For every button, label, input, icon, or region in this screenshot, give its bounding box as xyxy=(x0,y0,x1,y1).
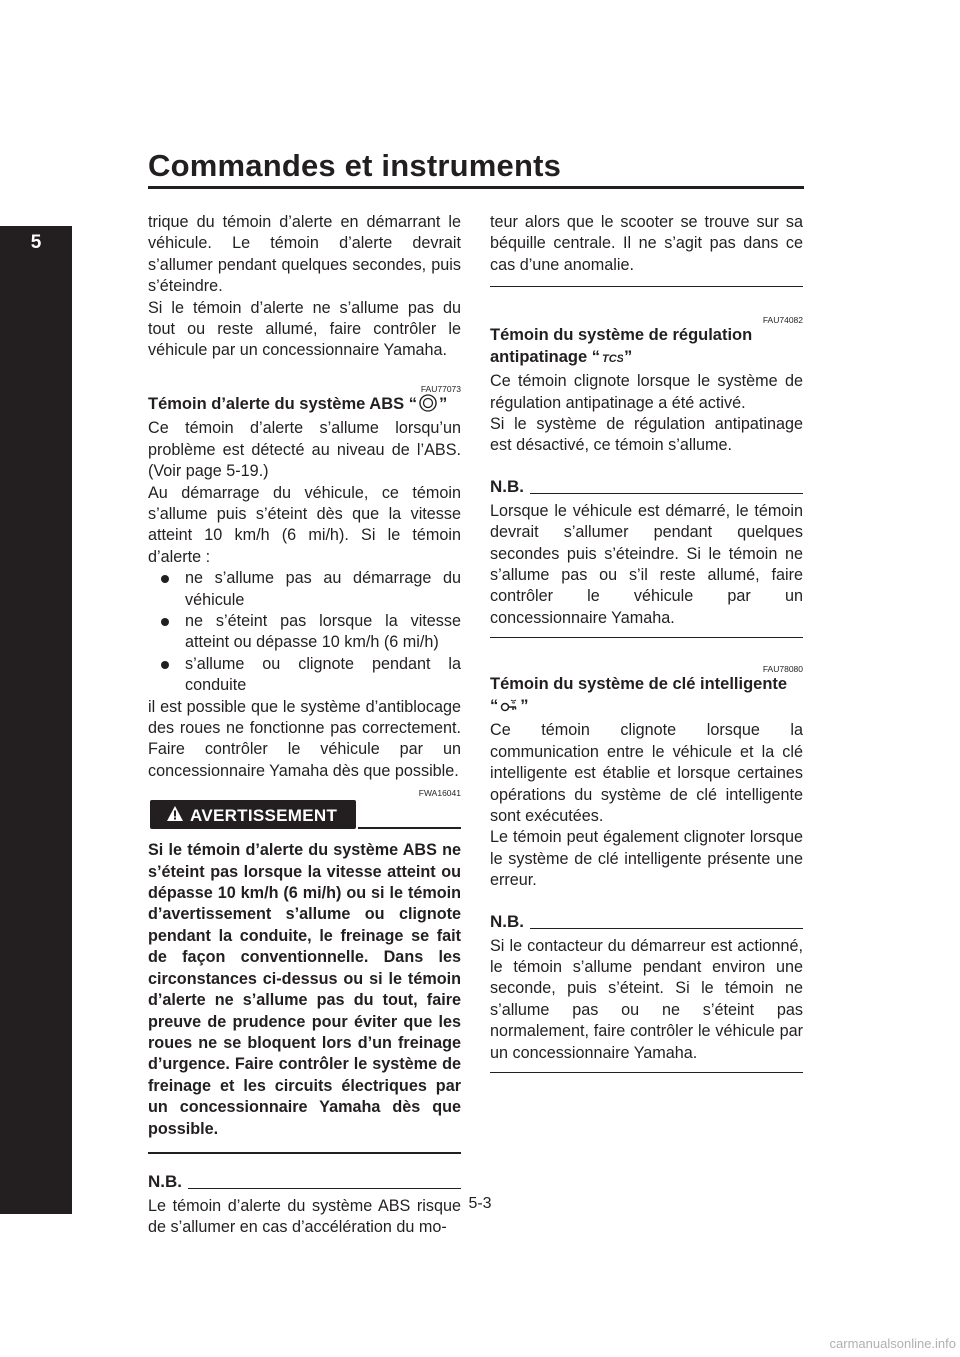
warning-bottom-rule xyxy=(148,1151,461,1154)
bullet-icon xyxy=(161,575,169,584)
list-item-text: s’allume ou clignote pendant la conduite xyxy=(185,654,461,695)
chapter-number: 5 xyxy=(30,232,42,253)
smart-key-heading-open: “ xyxy=(490,696,499,715)
abs-heading-close: ” xyxy=(438,394,448,413)
note-end-rule xyxy=(490,637,803,639)
note-text: Le témoin d’alerte du système ABS risque… xyxy=(148,1196,461,1237)
page-title: Commandes et instruments xyxy=(148,148,562,183)
abs-heading: Témoin d’alerte du système ABS “ ” xyxy=(148,394,461,419)
note-header: N.B. xyxy=(148,1170,461,1192)
tcs-paragraph-1: Ce témoin clignote lorsque le système de… xyxy=(490,372,803,412)
smart-key-heading: Témoin du système de clé intelligente “ ” xyxy=(490,674,803,720)
list-item: ne s’allume pas au démarrage du véhicule xyxy=(148,568,461,611)
note-header: N.B. xyxy=(490,910,803,932)
note-header-rule xyxy=(530,492,803,494)
warning-code: FWA16041 xyxy=(418,788,461,799)
continued-paragraph: teur alors que le scooter se trouve sur … xyxy=(490,213,803,274)
intro-paragraph-1: trique du témoin d’alerte en démarrant l… xyxy=(148,213,461,296)
warning-header-rule xyxy=(358,827,461,830)
abs-heading-text: Témoin d’alerte du système ABS “ xyxy=(148,394,417,413)
warning-text: Si le témoin d’alerte du système ABS ne … xyxy=(148,841,461,1138)
list-item: ne s’éteint pas lorsque la vitesse attei… xyxy=(148,611,461,654)
smart-key-heading-close: ” xyxy=(520,696,529,715)
left-column: trique du témoin d’alerte en démarrant l… xyxy=(148,212,461,1239)
list-item-text: ne s’éteint pas lorsque la vitesse attei… xyxy=(185,612,461,652)
abs-paragraph-3: il est possible que le système d’antiblo… xyxy=(148,697,461,780)
tcs-paragraph-2: Si le système de régulation antipatinage… xyxy=(490,415,803,455)
note-text: Si le contacteur du démarreur est action… xyxy=(490,936,803,1062)
smart-key-paragraph-2: Le témoin peut également clignoter lorsq… xyxy=(490,828,803,890)
chapter-tab xyxy=(0,226,72,1214)
note-end-rule xyxy=(490,286,803,288)
abs-paragraph-1: Ce témoin d’alerte s’allume lorsqu’un pr… xyxy=(148,419,461,481)
smart-key-heading-text: Témoin du système de clé intelligente xyxy=(490,675,788,694)
note-label: N.B. xyxy=(148,1171,182,1191)
bullet-icon xyxy=(161,618,169,626)
abs-bullet-list: ne s’allume pas au démarrage du véhicule… xyxy=(148,568,461,696)
tcs-heading-text: Témoin du système de régulation antipati… xyxy=(490,326,753,366)
warning-header: AVERTISSEMENT xyxy=(148,800,461,832)
tcs-section-code: FAU74082 xyxy=(762,315,803,326)
svg-text:TCS: TCS xyxy=(602,353,623,365)
right-column: teur alors que le scooter se trouve sur … xyxy=(490,212,803,1073)
tcs-icon: TCS xyxy=(601,349,625,372)
note-header: N.B. xyxy=(490,475,803,497)
page-number: 5-3 xyxy=(468,1195,492,1212)
smart-key-icon xyxy=(499,698,519,721)
note-label: N.B. xyxy=(490,476,524,496)
key-section-code: FAU78080 xyxy=(762,664,803,675)
list-item: s’allume ou clignote pendant la conduite xyxy=(148,654,461,697)
warning-label: AVERTISSEMENT xyxy=(190,806,338,826)
tcs-heading-close: ” xyxy=(624,347,633,366)
bullet-icon xyxy=(161,660,169,669)
watermark: carmanualsonline.info xyxy=(829,1336,956,1351)
list-item-text: ne s’allume pas au démarrage du véhicule xyxy=(185,569,461,609)
note-header-rule xyxy=(188,1187,461,1189)
note-end-rule xyxy=(490,1071,803,1073)
note-text: Lorsque le véhicule est démarré, le témo… xyxy=(490,501,803,627)
warning-triangle-icon xyxy=(166,805,184,828)
note-header-rule xyxy=(530,927,803,929)
abs-paragraph-2: Au démarrage du véhicule, ce témoin s’al… xyxy=(148,483,461,566)
title-rule xyxy=(148,186,804,189)
smart-key-paragraph-1: Ce témoin clignote lorsque la communicat… xyxy=(490,721,803,825)
abs-icon xyxy=(418,394,438,419)
intro-paragraph-2: Si le témoin d’alerte ne s’allume pas du… xyxy=(148,298,461,360)
note-label: N.B. xyxy=(490,911,524,931)
abs-section-code: FAU77073 xyxy=(420,383,461,394)
warning-badge: AVERTISSEMENT xyxy=(150,800,356,830)
tcs-heading: Témoin du système de régulation antipati… xyxy=(490,325,803,371)
